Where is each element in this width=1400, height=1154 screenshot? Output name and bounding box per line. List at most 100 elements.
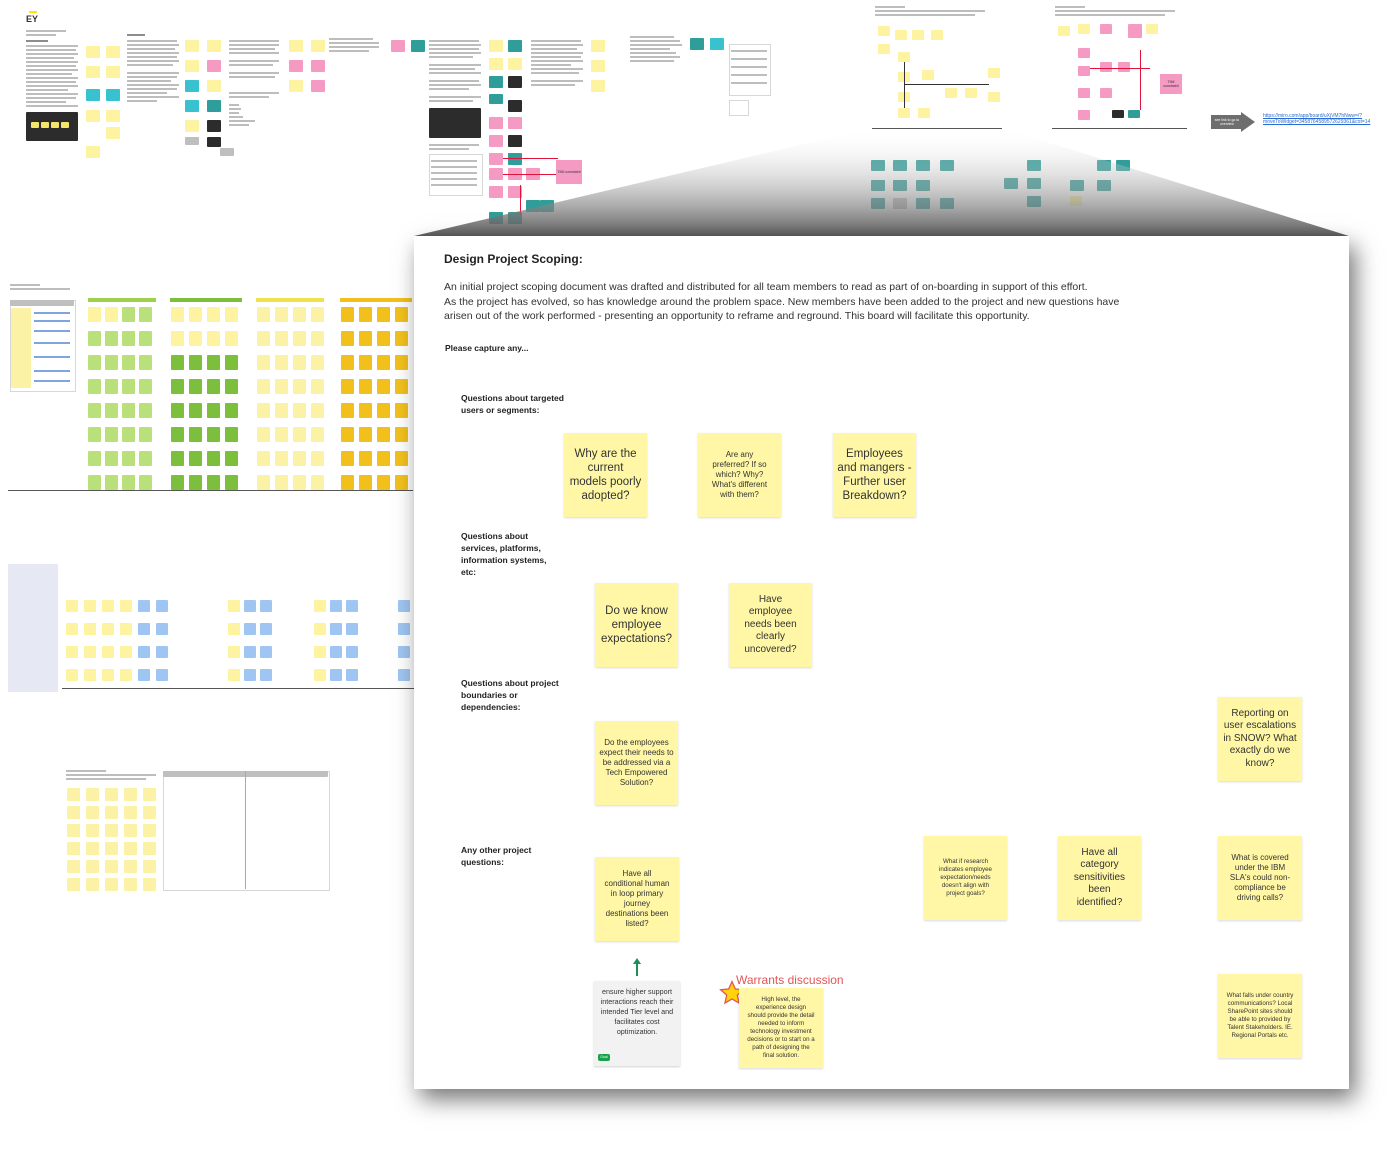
mini-sticky [275,475,288,490]
mini-sticky [189,475,202,490]
mini-sticky [225,379,238,394]
mini-sticky [228,600,240,612]
mini-sticky [260,646,272,658]
sticky-note[interactable]: Reporting on user escalations in SNOW? W… [1218,697,1302,781]
board-link[interactable]: https://miro.com/app/board/uXjVM7hNww=/?… [1263,113,1371,125]
mini-sticky [330,669,342,681]
mini-sticky [311,451,324,466]
section-label-boundaries: Questions about project boundaries or de… [461,678,559,712]
mini-sticky [171,427,184,442]
description-line: An initial project scoping document was … [444,281,1088,293]
mini-sticky [105,860,118,873]
section-label-other: Any other project questions: [461,845,532,867]
sticky-note[interactable]: High level, the experience design should… [739,988,823,1068]
overview-frame-left [872,4,1002,129]
mini-sticky [341,403,354,418]
mini-sticky [311,427,324,442]
arrow-up-icon [633,958,641,976]
mini-sticky [88,451,101,466]
mini-sticky [88,403,101,418]
mini-sticky [105,307,118,322]
mini-sticky [86,806,99,819]
mini-sticky [105,427,118,442]
mini-sticky [120,669,132,681]
mini-sticky [293,331,306,346]
mini-sticky [124,824,137,837]
mini-sticky [225,331,238,346]
mini-sticky [124,878,137,891]
mini-sticky [257,451,270,466]
mini-sticky [189,379,202,394]
sticky-note[interactable]: Have employee needs been clearly uncover… [729,583,812,667]
mini-sticky [341,355,354,370]
mini-sticky [314,646,326,658]
mini-sticky [84,669,96,681]
mini-sticky [207,451,220,466]
sticky-note[interactable]: Have all conditional human in loop prima… [595,857,679,941]
mini-sticky [105,842,118,855]
mini-sticky [341,451,354,466]
sticky-note[interactable]: What falls under country communications?… [1218,974,1302,1058]
mini-sticky [377,355,390,370]
mini-sticky [189,427,202,442]
mini-sticky [359,379,372,394]
mini-sticky [143,878,156,891]
mini-sticky [139,403,152,418]
mini-sticky [293,307,306,322]
sticky-note[interactable]: Why are the current models poorly adopte… [564,433,647,517]
mini-sticky [228,646,240,658]
mini-sticky [311,355,324,370]
mini-sticky [105,403,118,418]
mini-sticky [225,307,238,322]
mini-sticky [171,355,184,370]
mini-sticky [359,331,372,346]
arrow-label: see link to go to overview [1214,118,1240,126]
mini-sticky [88,379,101,394]
mini-sticky [122,475,135,490]
mini-sticky [207,307,220,322]
go-to-overview-arrow[interactable]: see link to go to overview [1211,112,1255,132]
mini-sticky [120,600,132,612]
mini-sticky [314,623,326,635]
panel-title: Design Project Scoping: [444,252,583,266]
mini-sticky [244,600,256,612]
sticky-note[interactable]: Have all category sensitivities been ide… [1058,836,1141,920]
sticky-note[interactable]: What is covered under the IBM SLA's coul… [1218,836,1302,920]
mini-sticky [311,307,324,322]
mini-sticky [395,403,408,418]
mini-sticky [143,842,156,855]
mini-sticky [377,331,390,346]
mini-sticky [102,646,114,658]
mini-sticky [67,842,80,855]
sticky-note[interactable]: Do we know employee expectations? [595,583,678,667]
description-line: arisen out of the work performed - prese… [444,310,1030,322]
mini-sticky [257,307,270,322]
mini-sticky [86,824,99,837]
mini-sticky [293,355,306,370]
mini-sticky [86,860,99,873]
mini-sticky [395,307,408,322]
mini-sticky [260,669,272,681]
sticky-note[interactable]: Do the employees expect their needs to b… [595,721,678,805]
mini-timi-constraint-tag-2: TIMI constraint [1160,74,1182,94]
mini-sticky [260,623,272,635]
goal-card[interactable]: ensure higher support interactions reach… [594,981,680,1066]
design-scoping-zoom-panel: Design Project Scoping: An initial proje… [414,236,1349,1089]
mini-sticky [395,331,408,346]
mini-sticky [260,600,272,612]
mini-sticky [105,475,118,490]
mini-sticky [244,623,256,635]
mini-sticky [139,307,152,322]
sticky-note[interactable]: What if research indicates employee expe… [924,836,1007,920]
mini-sticky [105,331,118,346]
mini-sticky [330,623,342,635]
mini-sticky [105,451,118,466]
sticky-note[interactable]: Are any preferred? If so which? Why? Wha… [698,433,781,517]
mini-sticky [143,860,156,873]
panel-description: An initial project scoping document was … [444,280,1164,324]
mini-sticky [275,307,288,322]
mini-sticky [105,878,118,891]
mini-sticky [377,307,390,322]
sticky-note[interactable]: Employees and mangers - Further user Bre… [833,433,916,517]
mini-sticky [395,355,408,370]
